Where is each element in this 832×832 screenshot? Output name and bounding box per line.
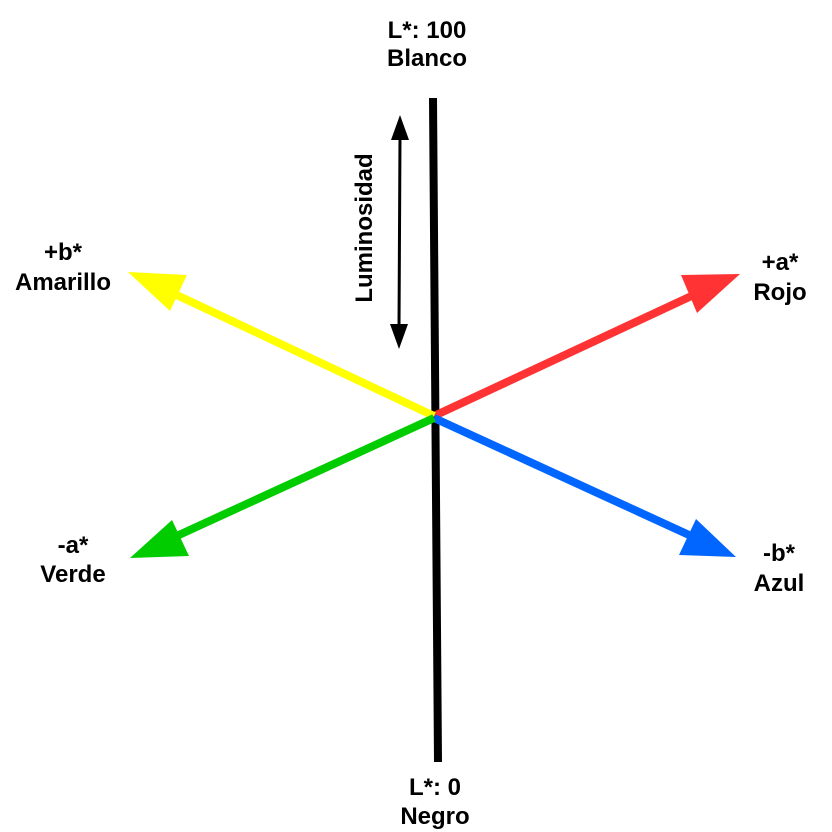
luminosity-arrow-shaft [397,135,402,329]
pos-a-name-label: Rojo [753,279,806,306]
luminosity-arrowhead-up [391,115,409,140]
pos-b-arrowhead [128,272,187,311]
pos-b-name-label: Amarillo [15,269,111,296]
pos-b-value-label: +b* [44,239,83,266]
neg-b-name-label: Azul [754,570,805,597]
neg-a-arrow-shaft [166,414,436,544]
luminosity-double-arrow [390,115,409,349]
bottom-l-name-label: Negro [400,803,469,830]
neg-a-green-arrow [130,414,436,558]
pos-b-yellow-arrow [128,272,436,420]
luminosity-label: Luminosidad [351,153,378,302]
pos-a-value-label: +a* [762,249,799,276]
neg-b-arrow-shaft [432,414,702,544]
neg-a-value-label: -a* [58,532,89,559]
l-axis-line [429,97,442,763]
pos-a-red-arrow [432,274,740,420]
neg-b-value-label: -b* [763,540,796,567]
pos-b-arrow-shaft [164,286,436,420]
bottom-l-value-label: L*: 0 [409,774,461,801]
neg-b-arrowhead [679,519,736,557]
pos-a-arrow-shaft [432,288,702,420]
luminosity-arrowhead-down [390,324,408,349]
neg-b-blue-arrow [432,414,736,557]
neg-a-arrowhead [130,520,189,558]
top-l-value-label: L*: 100 [388,17,467,44]
top-l-name-label: Blanco [387,45,467,72]
pos-a-arrowhead [681,274,740,313]
neg-a-name-label: Verde [40,561,105,588]
